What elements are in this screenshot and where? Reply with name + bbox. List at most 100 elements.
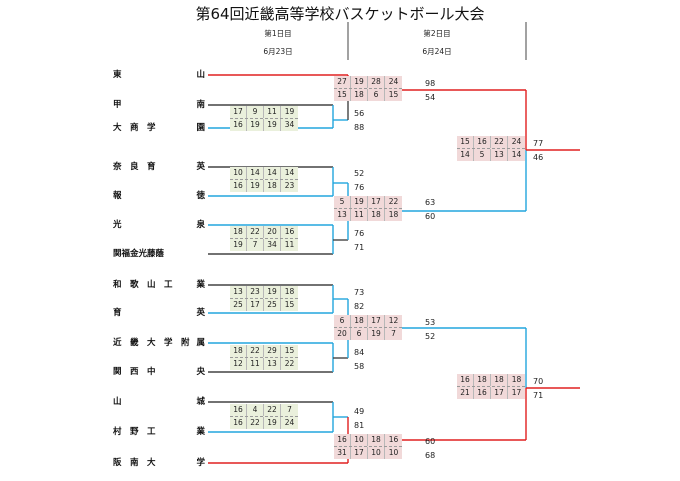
period-score: 5: [334, 196, 351, 208]
period-score: 16: [230, 119, 247, 131]
total-score: 76: [354, 229, 365, 238]
period-score: 6: [368, 89, 385, 101]
period-score: 22: [247, 417, 264, 429]
total-score: 70: [533, 377, 544, 386]
team-name-right: 学: [196, 458, 205, 468]
total-score: 49: [354, 407, 365, 416]
team-name: 村 野 工業: [113, 425, 205, 437]
period-score: 16: [457, 374, 474, 386]
team-name-left: 育: [113, 308, 122, 318]
period-score: 23: [284, 181, 295, 190]
total-score: 60: [425, 437, 436, 446]
period-score: 22: [388, 197, 399, 206]
period-score: 19: [247, 180, 264, 192]
period-score: 19: [368, 328, 385, 340]
period-score: 17: [491, 387, 508, 399]
period-score: 16: [388, 435, 399, 444]
period-score: 18: [351, 89, 368, 101]
period-score: 25: [264, 299, 281, 311]
period-score: 20: [264, 226, 281, 238]
period-score: 7: [391, 329, 396, 338]
team-name-left: 山: [113, 397, 122, 407]
period-score: 17: [511, 388, 522, 397]
period-score: 19: [230, 239, 247, 251]
team-name-right: 業: [196, 427, 205, 437]
period-score: 19: [351, 76, 368, 88]
team-name: 関福金光藤蔭: [113, 247, 205, 259]
period-score: 19: [247, 119, 264, 131]
period-score: 14: [284, 168, 295, 177]
total-score: 98: [425, 79, 436, 88]
period-score: 24: [511, 137, 522, 146]
period-score: 27: [334, 76, 351, 88]
period-score: 22: [247, 226, 264, 238]
day2-date: 6月24日: [422, 47, 452, 56]
team-name-right: 南: [196, 100, 205, 110]
period-score: 15: [457, 136, 474, 148]
period-score: 15: [284, 346, 295, 355]
team-name-right: 英: [196, 308, 205, 318]
team-name-right: 泉: [196, 220, 205, 230]
total-score: 81: [354, 421, 365, 430]
period-score: 17: [230, 106, 247, 118]
team-name-right: 山: [196, 70, 205, 80]
team-name-right: 属: [196, 338, 205, 348]
team-name-left: 関福金光藤蔭: [113, 249, 165, 259]
period-score: 13: [334, 209, 351, 221]
period-score: 7: [247, 239, 264, 251]
period-score: 15: [284, 300, 295, 309]
team-name-right: 業: [196, 280, 205, 290]
total-score: 53: [425, 318, 436, 327]
total-score: 73: [354, 288, 365, 297]
period-score: 22: [284, 359, 295, 368]
period-score: 22: [247, 345, 264, 357]
period-score: 16: [230, 180, 247, 192]
period-score: 12: [388, 316, 399, 325]
team-name: 和 歌 山 工業: [113, 278, 205, 290]
team-name-left: 報: [113, 191, 122, 201]
period-score: 17: [368, 196, 385, 208]
team-name-left: 阪 南 大: [113, 458, 156, 468]
period-score: 18: [368, 209, 385, 221]
total-score: 68: [425, 451, 436, 460]
team-name-right: 英: [196, 162, 205, 172]
team-name: 東山: [113, 68, 205, 80]
team-name-left: 甲: [113, 100, 122, 110]
team-name-left: 大 商 学: [113, 123, 156, 133]
team-name-right: 央: [196, 367, 205, 377]
total-score: 84: [354, 348, 365, 357]
period-score: 13: [230, 286, 247, 298]
period-score: 17: [368, 315, 385, 327]
period-score: 22: [491, 136, 508, 148]
period-score: 11: [264, 106, 281, 118]
total-score: 77: [533, 139, 544, 148]
period-score: 18: [511, 375, 522, 384]
total-score: 58: [354, 362, 365, 371]
period-score: 10: [368, 447, 385, 459]
period-score: 7: [287, 405, 292, 414]
team-name: 関 西 中央: [113, 365, 205, 377]
team-name: 阪 南 大学: [113, 456, 205, 468]
period-score: 16: [230, 417, 247, 429]
team-name-left: 村 野 工: [113, 427, 156, 437]
total-score: 46: [533, 153, 544, 162]
day1-label: 第1日目: [264, 29, 292, 38]
